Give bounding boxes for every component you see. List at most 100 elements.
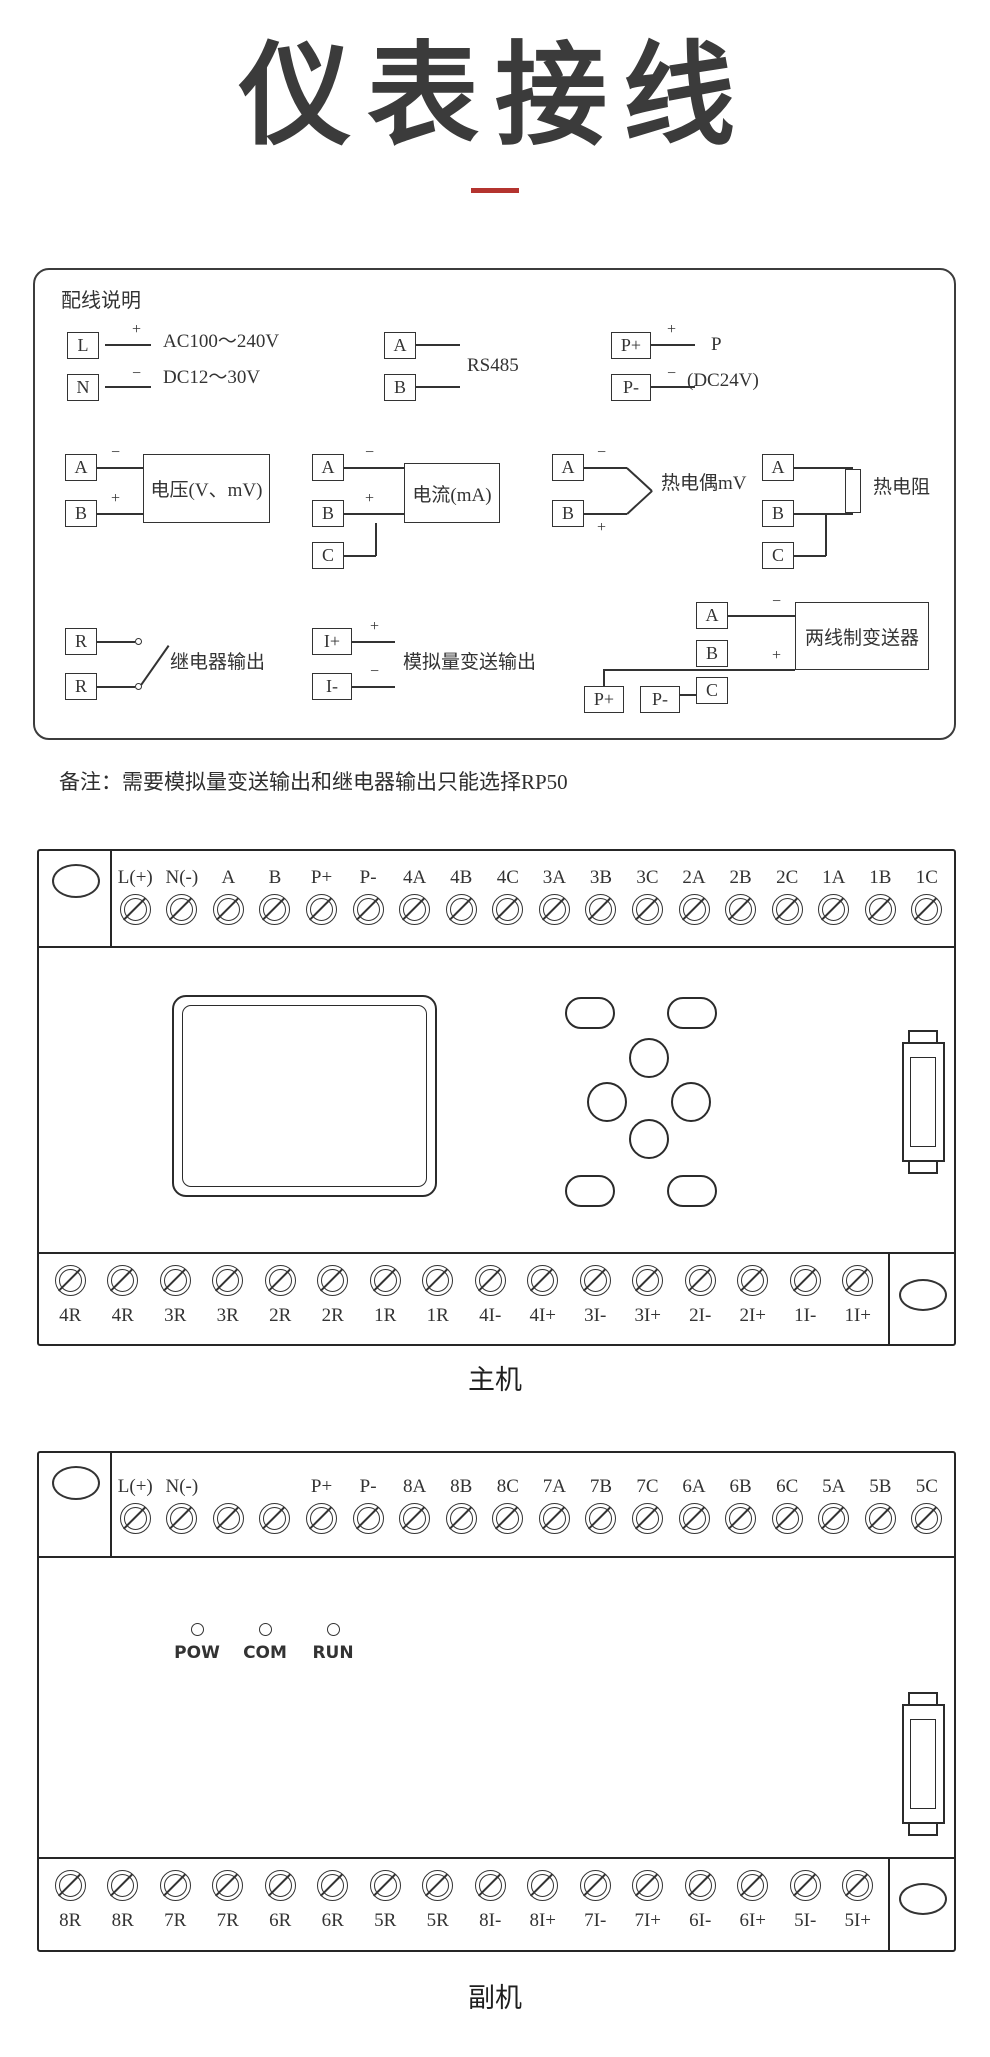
screw-slot [215, 897, 239, 921]
mounting-hole [52, 864, 100, 898]
wire [651, 344, 695, 346]
polarity-minus: − [111, 444, 121, 461]
screw-terminal [212, 1503, 244, 1534]
terminal-label: 5I- [794, 1910, 817, 1931]
terminal-column: 1A [810, 851, 857, 946]
expansion-connector [902, 1030, 947, 1174]
terminal-box: C [312, 542, 344, 569]
wire [680, 694, 696, 696]
divider-line [888, 1859, 890, 1950]
wire [626, 467, 653, 492]
terminal-label: 8C [496, 1476, 519, 1497]
terminal-label: 7I- [584, 1910, 607, 1931]
terminal-column: 5R [412, 1859, 465, 1934]
screw-terminal [789, 1265, 821, 1296]
screw-slot [262, 897, 286, 921]
terminal-label: B [268, 867, 282, 888]
screw-terminal [585, 1503, 617, 1534]
screw-terminal [818, 894, 850, 925]
terminal-column: P+ [298, 851, 345, 946]
screw-terminal [212, 894, 244, 925]
screw-slot [355, 1506, 379, 1530]
screw-slot [582, 1268, 606, 1292]
terminal-column: 2R [307, 1254, 360, 1329]
terminal-column: 8R [97, 1859, 150, 1934]
terminal-label: 5C [915, 1476, 938, 1497]
screw-terminal [771, 1503, 803, 1534]
screw-terminal [166, 894, 198, 925]
screw-terminal [492, 894, 524, 925]
terminal-column: 6I- [674, 1859, 727, 1934]
screw-terminal [725, 894, 757, 925]
wire [794, 467, 853, 469]
screw-slot [792, 1268, 816, 1292]
mounting-hole [52, 1466, 100, 1500]
led-indicator [258, 1623, 272, 1636]
polarity-minus: − [597, 444, 607, 461]
screw-terminal [527, 1870, 559, 1901]
led-label: POW [174, 1643, 220, 1663]
terminal-label: 8A [403, 1476, 427, 1497]
wire [603, 670, 605, 686]
screw-terminal [818, 1503, 850, 1534]
keypad-button-left [587, 1082, 627, 1122]
terminal-label: 1I- [794, 1305, 817, 1326]
terminal-column: 6R [254, 1859, 307, 1934]
terminal-column: 7R [202, 1859, 255, 1934]
terminal-column: B [252, 851, 299, 946]
polarity-minus: − [667, 365, 677, 382]
terminal-column: 7R [149, 1859, 202, 1934]
wire [105, 386, 151, 388]
screw-slot [867, 1506, 891, 1530]
wire [416, 386, 460, 388]
screw-terminal [369, 1870, 401, 1901]
screw-terminal [725, 1503, 757, 1534]
divider-line [110, 1453, 112, 1556]
terminal-label: 6R [269, 1910, 292, 1931]
screw-slot [308, 1506, 333, 1530]
screw-slot [215, 1873, 239, 1897]
screw-terminal [119, 1503, 151, 1534]
screw-slot [728, 897, 752, 921]
transmitter-box: 两线制变送器 [795, 602, 929, 670]
terminal-label: 1C [915, 867, 938, 888]
wire [105, 344, 151, 346]
screw-terminal [317, 1870, 349, 1901]
main-top-terminal-strip: L(+) N(-) A B P+ P- [112, 851, 950, 946]
terminal-box: L [67, 332, 99, 359]
terminal-label: 3R [216, 1305, 239, 1326]
terminal-label: 1R [374, 1305, 397, 1326]
screw-terminal [422, 1265, 454, 1296]
keypad-button-pill [667, 997, 717, 1029]
screw-terminal [632, 1870, 664, 1901]
terminal-column: 2I- [674, 1254, 727, 1329]
terminal-column [205, 1453, 252, 1556]
terminal-box: P+ [584, 686, 624, 713]
connector-slot [910, 1057, 936, 1147]
terminal-column: 7B [578, 1453, 625, 1556]
terminal-label: 2R [321, 1305, 344, 1326]
terminal-label: 3R [164, 1305, 187, 1326]
terminal-column: 3I- [569, 1254, 622, 1329]
screw-terminal [445, 894, 477, 925]
screw-terminal [119, 894, 151, 925]
polarity-plus: + [772, 647, 782, 664]
switch-blade [140, 645, 170, 686]
switch-contact [135, 683, 142, 690]
terminal-label: 4A [403, 867, 427, 888]
screw-slot [728, 1506, 752, 1530]
terminal-box: P+ [611, 332, 651, 359]
terminal-column: 7C [624, 1453, 671, 1556]
terminal-column: 3I+ [622, 1254, 675, 1329]
terminal-column: 1R [359, 1254, 412, 1329]
terminal-label: 6B [729, 1476, 752, 1497]
terminal-box: B [65, 500, 97, 527]
red-divider [471, 188, 519, 193]
terminal-box: C [696, 677, 728, 704]
wire [352, 641, 395, 643]
screw-slot [740, 1268, 764, 1292]
terminal-label: P+ [310, 1476, 333, 1497]
terminal-box: C [762, 542, 794, 569]
screw-terminal [678, 1503, 710, 1534]
screw-terminal [159, 1870, 191, 1901]
